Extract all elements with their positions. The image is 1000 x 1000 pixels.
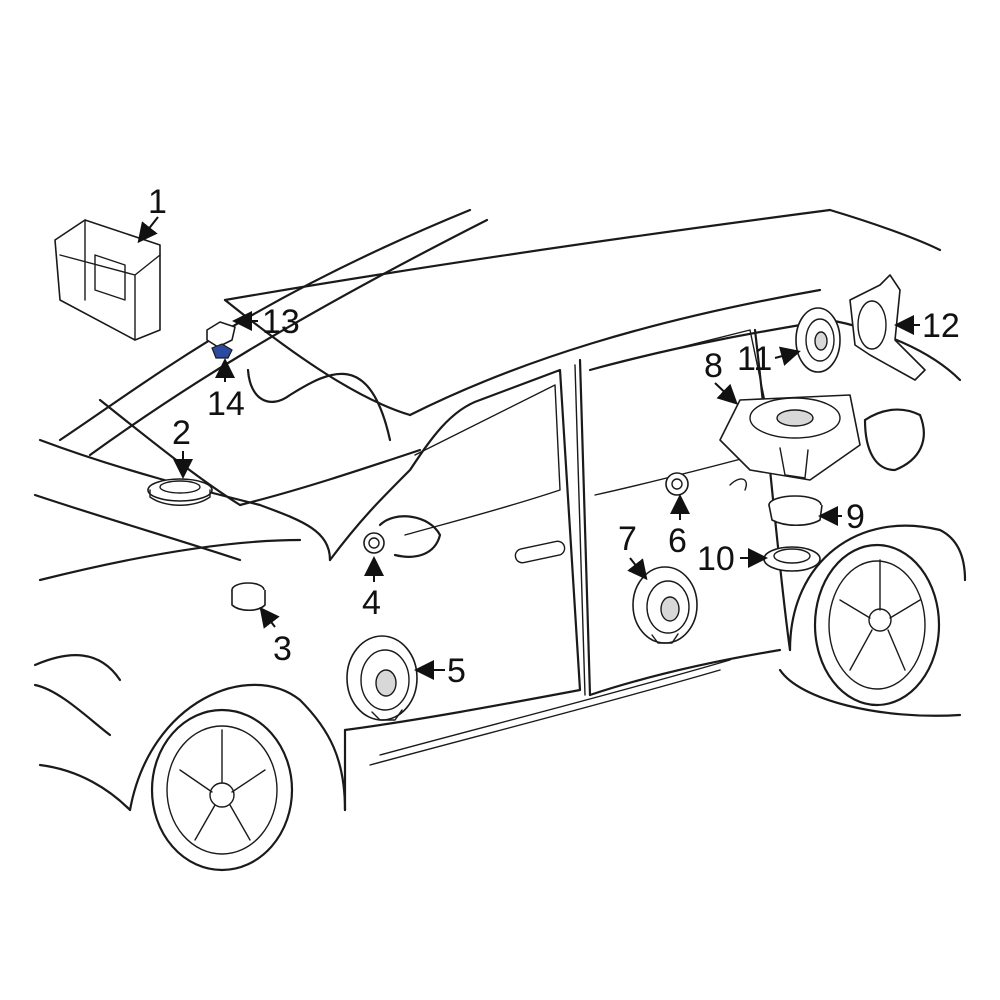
callout-7[interactable]: 7 xyxy=(618,520,637,558)
callout-12[interactable]: 12 xyxy=(922,307,960,345)
arrow-1 xyxy=(137,216,159,244)
part-2-dash-speaker[interactable] xyxy=(147,478,213,506)
callout-14[interactable]: 14 xyxy=(207,385,245,423)
callout-5[interactable]: 5 xyxy=(447,652,466,690)
part-6-tweeter[interactable] xyxy=(665,472,689,496)
arrow-8 xyxy=(714,382,738,405)
arrow-3 xyxy=(259,606,280,629)
part-12-speaker-bracket[interactable] xyxy=(849,274,926,381)
callout-labels: 1 2 3 4 5 6 7 8 9 10 11 12 13 14 xyxy=(148,183,960,690)
part-4-tweeter[interactable] xyxy=(363,532,385,554)
part-10-speaker-grille[interactable] xyxy=(763,546,821,572)
part-7-rear-door-speaker[interactable] xyxy=(632,566,698,644)
arrow-11 xyxy=(774,346,801,366)
part-13-sensor[interactable] xyxy=(206,321,236,348)
callout-2[interactable]: 2 xyxy=(172,414,191,452)
part-14-clip[interactable] xyxy=(211,343,233,359)
callout-9[interactable]: 9 xyxy=(846,498,865,536)
callout-3[interactable]: 3 xyxy=(273,630,292,668)
callout-10[interactable]: 10 xyxy=(697,540,735,578)
part-3-tweeter[interactable] xyxy=(231,582,266,612)
callout-13[interactable]: 13 xyxy=(262,303,300,341)
callout-1[interactable]: 1 xyxy=(148,183,167,221)
callout-4[interactable]: 4 xyxy=(362,584,381,622)
arrow-7 xyxy=(627,557,648,581)
rear-wheel xyxy=(813,543,941,707)
part-1-amplifier[interactable] xyxy=(54,219,161,341)
leader-arrows xyxy=(137,216,920,680)
callout-11[interactable]: 11 xyxy=(737,340,772,378)
part-11-rear-speaker[interactable] xyxy=(795,307,841,373)
part-8-subwoofer[interactable] xyxy=(719,394,861,481)
part-5-front-door-speaker[interactable] xyxy=(346,635,418,721)
part-9-speaker-ring[interactable] xyxy=(768,495,823,527)
front-wheel xyxy=(150,708,294,872)
callout-6[interactable]: 6 xyxy=(668,522,687,560)
callout-8[interactable]: 8 xyxy=(704,347,723,385)
